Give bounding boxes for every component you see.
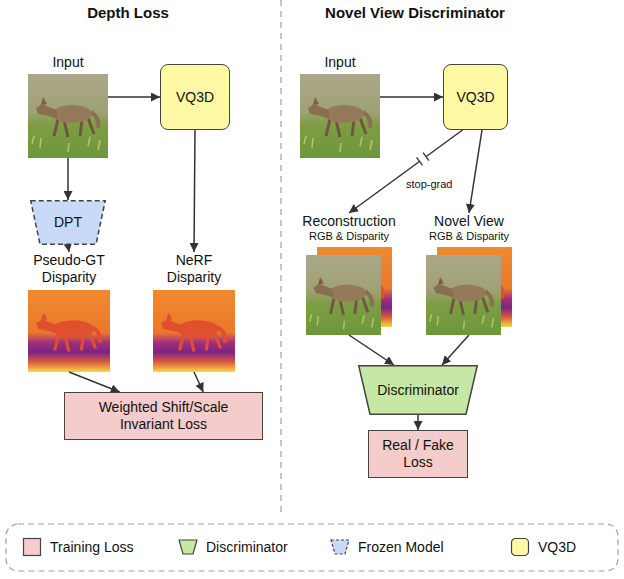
- legend-swatch: [178, 537, 198, 557]
- node-text: Input: [324, 54, 355, 71]
- node-text: NeRF Disparity: [152, 252, 236, 286]
- render-image: Novel ViewRGB & Disparity: [426, 213, 512, 335]
- input-photo: [300, 74, 380, 158]
- text-wrap: Weighted Shift/Scale Invariant Loss: [73, 399, 254, 433]
- legend-text: Training Loss: [50, 539, 134, 555]
- legend-item: Discriminator: [178, 537, 288, 557]
- connector-arrow: [194, 372, 203, 392]
- text-wrap: VQ3D: [176, 89, 214, 106]
- model-box: VQ3D: [160, 64, 230, 130]
- panel-divider: [280, 0, 281, 512]
- connector-arrow: [349, 130, 463, 213]
- edge-label: stop-grad: [404, 178, 454, 190]
- node-text: Weighted Shift/Scale Invariant Loss: [73, 399, 254, 433]
- rgb-photo: [306, 255, 381, 335]
- node-text: Discriminator: [377, 382, 459, 399]
- input-image: Input: [300, 53, 380, 158]
- connector-arrow: [380, 96, 443, 98]
- legend-text: Frozen Model: [358, 539, 444, 555]
- text-wrap: Input: [52, 54, 83, 71]
- legend-item: Training Loss: [22, 537, 134, 557]
- render-image: ReconstructionRGB & Disparity: [301, 213, 397, 335]
- input-photo: [28, 74, 108, 158]
- trapezoid-shape: [31, 201, 106, 245]
- node-text: VQ3D: [176, 89, 214, 106]
- legend-frame: [6, 524, 618, 571]
- node-text: RGB & Disparity: [302, 230, 395, 243]
- disparity-image: Pseudo-GT Disparity: [26, 252, 112, 372]
- stop-grad-mark: [417, 153, 429, 166]
- legend-item: Frozen Model: [330, 537, 444, 557]
- node-text: DPT: [54, 214, 82, 231]
- legend-item: VQ3D: [510, 537, 576, 557]
- connector-arrow: [469, 130, 482, 213]
- model-box: VQ3D: [443, 64, 508, 130]
- legend-swatch: [510, 537, 530, 557]
- connector-arrow: [194, 130, 195, 252]
- node-text: RGB & Disparity: [429, 230, 509, 243]
- panel-heading: Depth Loss: [0, 4, 278, 21]
- connector-arrow: [442, 335, 469, 365]
- trapezoid-shape: [359, 366, 478, 415]
- disparity-map: [153, 290, 235, 372]
- text-wrap: Real / Fake Loss: [377, 437, 459, 471]
- node-text: Real / Fake Loss: [377, 437, 459, 471]
- text-wrap: Pseudo-GT Disparity: [27, 252, 111, 286]
- node-text: Input: [52, 54, 83, 71]
- connector-arrow: [67, 158, 69, 200]
- text-wrap: Novel ViewRGB & Disparity: [429, 213, 509, 243]
- text-wrap: Input: [324, 54, 355, 71]
- frozen-model: DPT: [30, 200, 106, 245]
- legend-swatch: [22, 537, 42, 557]
- connector-arrow: [69, 372, 120, 392]
- panel-heading: Novel View Discriminator: [265, 4, 565, 21]
- text-wrap: Discriminator: [377, 382, 459, 399]
- legend-text: VQ3D: [538, 539, 576, 555]
- disparity-image: NeRF Disparity: [151, 252, 237, 372]
- node-text: Novel View: [429, 213, 509, 230]
- loss-box: Weighted Shift/Scale Invariant Loss: [64, 392, 263, 440]
- rgb-photo: [426, 255, 501, 335]
- node-text: Reconstruction: [302, 213, 395, 230]
- connector-arrow: [417, 415, 419, 430]
- connector-arrow: [108, 96, 160, 98]
- input-image: Input: [28, 53, 108, 158]
- node-text: VQ3D: [456, 89, 494, 106]
- loss-box: Real / Fake Loss: [368, 430, 468, 478]
- text-wrap: DPT: [54, 214, 82, 231]
- text-wrap: NeRF Disparity: [152, 252, 236, 286]
- text-wrap: VQ3D: [456, 89, 494, 106]
- connector-arrow: [68, 245, 69, 252]
- node-text: Pseudo-GT Disparity: [27, 252, 111, 286]
- connector-arrow: [349, 335, 394, 365]
- disparity-map: [28, 290, 110, 372]
- discriminator: Discriminator: [358, 365, 478, 415]
- legend-text: Discriminator: [206, 539, 288, 555]
- legend-swatch: [330, 537, 350, 557]
- text-wrap: ReconstructionRGB & Disparity: [302, 213, 395, 243]
